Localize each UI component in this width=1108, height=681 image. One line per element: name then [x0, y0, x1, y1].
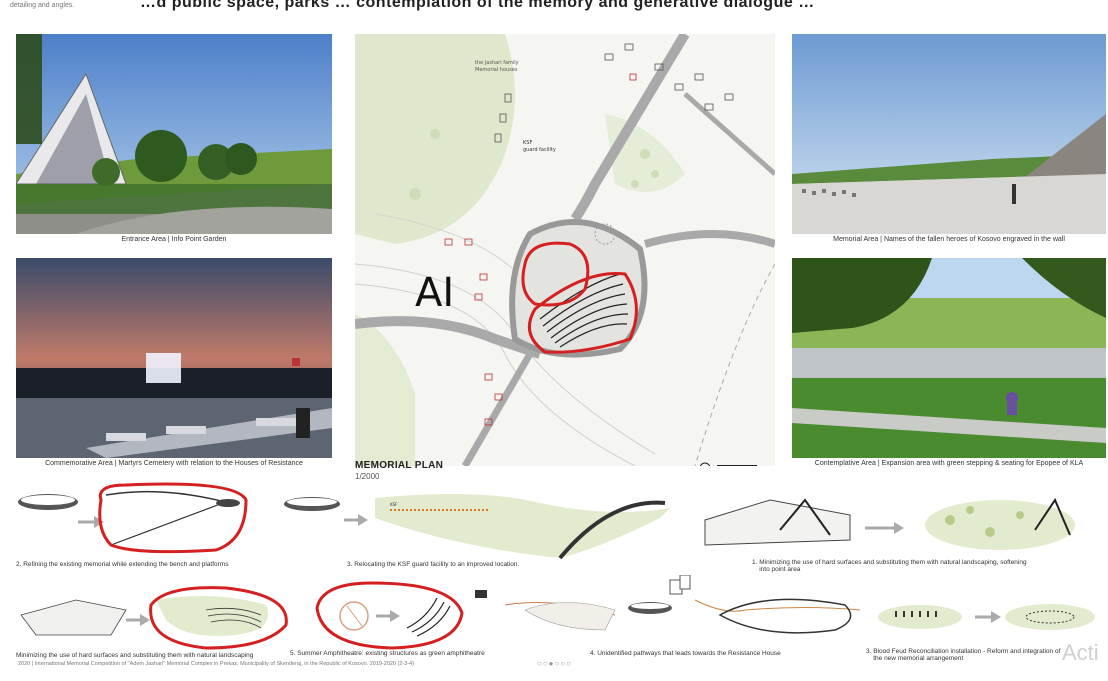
contemplative-render: [792, 258, 1106, 458]
svg-text:KSF: KSF: [523, 140, 532, 146]
ai-label: AI: [415, 270, 455, 316]
contemplative-render-image: [792, 258, 1106, 458]
memorial-plan-drawing: the Jashari family Memorial houses KSF g…: [355, 34, 775, 466]
commemorative-render-image: [16, 258, 332, 458]
entrance-caption: Entrance Area | Info Point Garden: [121, 236, 227, 243]
entrance-render: [16, 34, 332, 234]
diagram-1-caption: 2. Refining the existing memorial while …: [16, 561, 229, 568]
diagram-1: [16, 480, 266, 560]
footer-credit: 2020 | International Memorial Competitio…: [18, 661, 415, 667]
contemplative-caption: Contemplative Area | Expansion area with…: [814, 460, 1084, 467]
svg-text:the Jashari family: the Jashari family: [475, 60, 519, 66]
plan-scale: 1/2000: [355, 472, 380, 481]
diagram-4: [16, 580, 288, 652]
diagram-2: KSF: [280, 488, 680, 563]
diagram-3-drawing: [704, 497, 1075, 550]
diagram-2-drawing: KSF: [284, 494, 670, 560]
svg-text:guard facility: guard facility: [523, 147, 556, 153]
diagram-6: [465, 574, 865, 647]
commemorative-render: [16, 258, 332, 458]
svg-text:KSF: KSF: [390, 502, 398, 507]
diagram-3-caption: 1. Minimizing the use of hard surfaces a…: [752, 559, 1027, 573]
diagram-3: [700, 480, 1100, 560]
memorial-render-image: [792, 34, 1106, 234]
diagram-5: [312, 578, 472, 650]
diagram-7-drawing: [878, 604, 1095, 630]
header-strip: detailing and angles. …d public space, p…: [0, 0, 1108, 18]
diagram-7-caption: 3. Blood Feud Reconciliation installatio…: [866, 648, 1061, 662]
diagram-1-drawing: [18, 482, 248, 554]
diagram-4-caption: Minimizing the use of hard surfaces and …: [16, 652, 254, 659]
diagram-7: [875, 595, 1100, 645]
activation-watermark: Acti: [1062, 640, 1099, 665]
diagram-6-drawing: [475, 574, 861, 634]
page-indicator[interactable]: ○○●○○○: [537, 659, 572, 668]
memorial-plan-map: the Jashari family Memorial houses KSF g…: [355, 34, 775, 466]
diagram-6-caption: 4. Unidentified pathways that leads towa…: [590, 650, 781, 657]
commemorative-caption: Commemorative Area | Martyrs Cemetery wi…: [45, 460, 303, 467]
header-big-text: …d public space, parks … contemplation o…: [140, 0, 815, 11]
diagram-4-drawing: [20, 586, 288, 650]
header-small-text: detailing and angles.: [10, 2, 75, 9]
memorial-caption: Memorial Area | Names of the fallen hero…: [833, 236, 1065, 243]
diagram-2-caption: 3. Relocating the KSF guard facility to …: [347, 561, 520, 568]
plan-title: MEMORIAL PLAN: [355, 460, 444, 471]
diagram-5-drawing: [315, 581, 464, 650]
entrance-render-image: [16, 34, 332, 234]
memorial-render: [792, 34, 1106, 234]
svg-text:Memorial houses: Memorial houses: [475, 67, 518, 73]
diagram-5-caption: 5. Summer Amphitheatre: existing structu…: [290, 650, 485, 657]
